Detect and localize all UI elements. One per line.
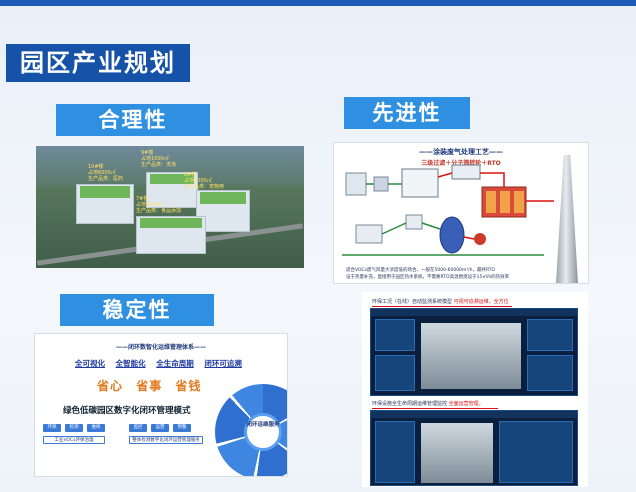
loop-ring-label: 闭环运维服务: [246, 422, 280, 428]
chip-item: 检测: [65, 424, 83, 432]
save-item: 省钱: [175, 379, 202, 393]
label-advanced: 先进性: [344, 97, 470, 129]
rto-bed-2: [500, 191, 510, 213]
pipe-8: [463, 236, 475, 240]
rto-bed-3: [514, 191, 524, 213]
exhaust-process-diagram: ——涂装废气处理工艺—— 三级过滤＋分子筛转轮＋RTO 适合VOCs废气风量大浓…: [333, 142, 589, 284]
rto-bed-1: [486, 191, 496, 213]
building-9-roof: [150, 174, 194, 184]
save-item: 省事: [136, 379, 163, 393]
top-accent-bar: [0, 0, 636, 6]
monitoring-dashboards: 环保工况（在线）自动监测系统模型 可视可追溯运维，全方位 环保设施全生命周期运维…: [362, 292, 588, 487]
chip-vocs: 工业VOCs环保治理: [43, 436, 105, 444]
chip-item: 监控: [129, 424, 147, 432]
dashboard-widget: [375, 421, 415, 483]
dashboard-widget: [527, 319, 573, 351]
pretreat-unit: [355, 224, 383, 244]
loop-keywords: 全可视化 全智能化 全生命周期 闭环可追溯: [75, 358, 250, 369]
adsorption-tank: [439, 216, 465, 254]
process-flow-svg: [342, 164, 554, 256]
keyword-item: 全可视化: [75, 359, 105, 368]
chip-item: 环保: [43, 424, 61, 432]
save-item: 省心: [97, 379, 124, 393]
page-title: 园区产业规划: [6, 44, 190, 82]
dashboard-caption-1: 环保工况（在线）自动监测系统模型 可视可追溯运维，全方位: [372, 299, 509, 305]
filter-unit: [345, 172, 367, 196]
dashboard-widget: [527, 355, 573, 391]
process-subtitle: 三级过滤＋分子筛转轮＋RTO: [421, 160, 501, 167]
keyword-item: 全生命周期: [156, 359, 194, 368]
building-8-roof: [200, 192, 246, 204]
dashboard-header: [371, 309, 577, 316]
loop-title: ——闭环数智化运维管理体系——: [115, 344, 206, 351]
label-reasonable: 合理性: [56, 104, 210, 136]
chip-ops-service: 整体检测数字化闭环运营管理服务: [129, 436, 203, 444]
burner: [474, 233, 486, 245]
loop-saves: 省心 省事 省钱: [97, 377, 209, 394]
dashboard-screen-2: [370, 410, 578, 486]
closed-loop-ops-panel: ——闭环数智化运维管理体系—— 全可视化 全智能化 全生命周期 闭环可追溯 省心…: [34, 333, 288, 477]
dashboard-widget: [375, 355, 415, 391]
caption-underline-2: [372, 408, 498, 409]
loop-mode-title: 绿色低碳园区数字化闭环管理模式: [63, 406, 191, 416]
label-stable: 稳定性: [60, 294, 214, 326]
chip-item: 运营: [151, 424, 169, 432]
process-note-1: 适合VOCs废气风量大浓度低的场合，一般在5000-60000m³/h，最终RT…: [346, 268, 496, 273]
chip-item: 维修: [87, 424, 105, 432]
pipe-3: [437, 172, 453, 178]
dashboard-plant-model: [421, 323, 521, 389]
zeolite-rotor: [401, 168, 439, 198]
dashboard-table: [499, 421, 573, 483]
building-7-roof: [140, 218, 202, 228]
pipe-7: [421, 222, 441, 230]
dashboard-widget: [375, 319, 415, 351]
caption-underline-1: [372, 306, 512, 307]
loop-ring-center: [244, 413, 282, 451]
process-note-2: 设于热量补充，直接用于园区热水系统，不需要RTO高温燃烧设于15㎡/h的热效率: [346, 275, 510, 280]
dashboard-screen-1: [370, 308, 578, 396]
pipe-4: [480, 172, 505, 187]
dashboard-header: [371, 411, 577, 418]
heat-exchanger: [451, 164, 481, 180]
process-title: ——涂装废气处理工艺——: [419, 148, 503, 156]
pump-unit: [405, 214, 423, 230]
keyword-item: 全智能化: [115, 359, 146, 368]
dashboard-caption-2: 环保设施全生命周期运维管理监控 全面运营管理，: [372, 401, 484, 407]
fan-unit: [373, 176, 389, 192]
pipe-6: [381, 222, 407, 235]
keyword-item: 闭环可追溯: [204, 359, 242, 368]
building-10-roof: [80, 186, 130, 198]
chip-item: 预警: [173, 424, 191, 432]
dashboard-plant-model: [421, 423, 493, 483]
